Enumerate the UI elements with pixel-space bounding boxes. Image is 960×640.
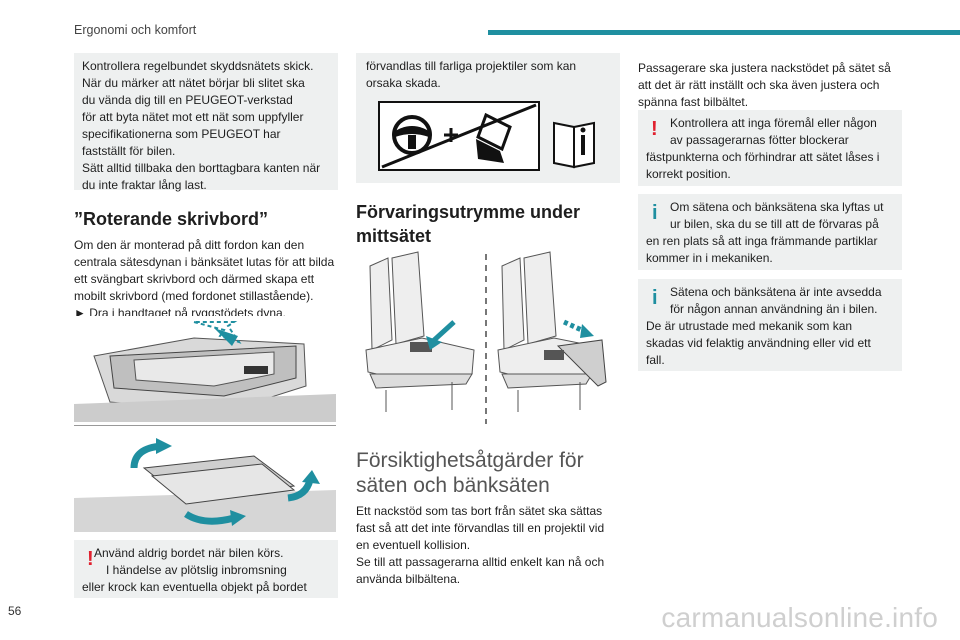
heading-line: Förvaringsutrymme under — [356, 202, 581, 222]
box-line: orsaka skada. — [366, 76, 441, 90]
body-line: en eventuell kollision. — [356, 538, 471, 552]
rotating-desk-body: Om den är monterad på ditt fordon kan de… — [74, 237, 344, 322]
seat-storage-illustration — [362, 250, 620, 426]
precautions-body: Ett nackstöd som tas bort från sätet ska… — [356, 503, 626, 588]
box-line: När du märker att nätet börjar bli slite… — [82, 76, 305, 90]
box-line: specifikationerna som PEUGEOT har — [82, 127, 281, 141]
info-line: kommer in i mekaniken. — [646, 251, 773, 265]
info-line: De är utrustade med mekanik som kan — [646, 319, 853, 333]
info-line: en ren plats så att inga främmande parti… — [646, 234, 878, 248]
illustration-divider — [74, 425, 336, 426]
manual-book-icon — [553, 121, 595, 169]
desk-closed-illustration — [74, 316, 336, 422]
info-line: skadas vid felaktig användning eller vid… — [646, 336, 871, 350]
body-line: ett svängbart skrivbord och därmed skapa… — [74, 272, 315, 286]
watermark: carmanualsonline.info — [661, 602, 938, 633]
info-line: Sätena och bänksätena är inte avsedda — [670, 285, 882, 299]
heading-line: Försiktighetsåtgärder för — [356, 449, 584, 472]
section-heading-rotating-desk: ”Roterande skrivbord” — [74, 209, 269, 229]
body-line: använda bilbältena. — [356, 572, 461, 586]
fixing-warning-box: ! Kontrollera att inga föremål eller någ… — [638, 110, 902, 186]
child-seat-icon — [476, 112, 512, 163]
headrest-body: Passagerare ska justera nackstödet på sä… — [638, 60, 908, 111]
projectile-warning-box: förvandlas till farliga projektiler som … — [356, 53, 620, 183]
info-line: fall. — [646, 353, 665, 367]
warning-line: Kontrollera att inga föremål eller någon — [670, 116, 877, 130]
section-heading-precautions: Försiktighetsåtgärder för säten och bänk… — [356, 448, 584, 498]
body-line: mobilt skrivbord (med fordonet stillastå… — [74, 289, 314, 303]
box-line: för att byta nätet mot ett nät som uppfy… — [82, 110, 304, 124]
running-header: Ergonomi och komfort — [74, 23, 197, 37]
body-line: spänna fast bilbältet. — [638, 95, 749, 109]
warning-line: Använd aldrig bordet när bilen körs. — [94, 546, 284, 560]
usage-info-box: i Sätena och bänksätena är inte avsedda … — [638, 279, 902, 371]
info-line: ur bilen, ska du se till att de förvaras… — [670, 217, 879, 231]
page-number: 56 — [8, 604, 22, 618]
heading-line: mittsätet — [356, 226, 432, 246]
info-line: för någon annan användning än i bilen. — [670, 302, 878, 316]
airbag-warning-pictogram — [378, 101, 595, 171]
info-line: Om sätena och bänksätena ska lyftas ut — [670, 200, 884, 214]
storage-info-box: i Om sätena och bänksätena ska lyftas ut… — [638, 194, 902, 270]
body-line: att det är rätt inställt och ska även ju… — [638, 78, 880, 92]
body-line: Om den är monterad på ditt fordon kan de… — [74, 238, 305, 252]
info-icon: i — [652, 287, 658, 309]
net-info-box: Kontrollera regelbundet skyddsnätets ski… — [74, 53, 338, 192]
warning-line: korrekt position. — [646, 167, 731, 181]
steering-wheel-icon — [392, 115, 432, 155]
box-line: du vända dig till en PEUGEOT-verkstad — [82, 93, 293, 107]
warning-line: eller krock kan eventuella objekt på bor… — [82, 580, 307, 594]
box-line: du inte fraktar lång last. — [82, 178, 207, 192]
box-line: Kontrollera regelbundet skyddsnätets ski… — [82, 59, 314, 73]
body-line: centrala sätesdynan i bänksätet lutas fö… — [74, 255, 335, 269]
box-line: fastställt för bilen. — [82, 144, 176, 158]
info-icon: i — [652, 202, 658, 224]
desk-rotating-illustration — [74, 428, 336, 532]
box-line: Sätt alltid tillbaka den borttagbara kan… — [82, 161, 321, 175]
heading-line: säten och bänksäten — [356, 474, 550, 497]
desk-warning-box: ! Använd aldrig bordet när bilen körs. I… — [74, 540, 338, 598]
section-heading-storage: Förvaringsutrymme under mittsätet — [356, 200, 580, 248]
body-line: Ett nackstöd som tas bort från sätet ska… — [356, 504, 603, 518]
warning-line: av passagerarnas fötter blockerar — [670, 133, 849, 147]
warning-icon: ! — [651, 118, 658, 140]
warning-line: I händelse av plötslig inbromsning — [106, 563, 287, 577]
body-line: Passagerare ska justera nackstödet på sä… — [638, 61, 891, 75]
warning-line: fästpunkterna och förhindrar att sätet l… — [646, 150, 880, 164]
header-accent-bar — [488, 30, 960, 35]
body-line: Se till att passagerarna alltid enkelt k… — [356, 555, 605, 569]
warning-icon: ! — [87, 548, 94, 570]
body-line: fast så att det inte förvandlas till en … — [356, 521, 605, 535]
box-line: förvandlas till farliga projektiler som … — [366, 59, 577, 73]
